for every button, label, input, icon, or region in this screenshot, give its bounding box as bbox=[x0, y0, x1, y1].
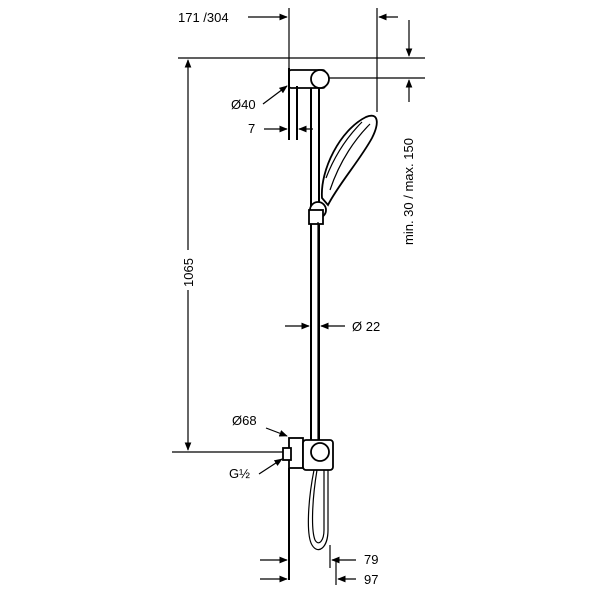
bottom-97-label: 97 bbox=[364, 572, 378, 587]
shower-rail bbox=[310, 80, 320, 445]
rail-height-dimension bbox=[172, 59, 290, 453]
slider bbox=[308, 201, 327, 225]
rail-height-label: 1065 bbox=[181, 258, 196, 287]
hand-shower bbox=[321, 114, 378, 207]
flange-diameter-label: Ø68 bbox=[232, 413, 257, 428]
top-wall-bracket bbox=[288, 68, 330, 140]
bottom-wall-connection bbox=[282, 437, 334, 580]
ring-diameter-leader bbox=[262, 85, 288, 105]
height-range-label: min. 30 / max. 150 bbox=[401, 138, 416, 245]
shower-hose bbox=[307, 222, 329, 551]
flange-diameter-leader bbox=[265, 427, 288, 437]
rail-diameter-label: Ø 22 bbox=[352, 319, 380, 334]
top-width-label: 171 /304 bbox=[178, 10, 229, 25]
bottom-dimensions bbox=[260, 545, 356, 585]
offset-label: 7 bbox=[248, 121, 255, 136]
bottom-79-label: 79 bbox=[364, 552, 378, 567]
ring-diameter-label: Ø40 bbox=[231, 97, 256, 112]
top-reference-lines bbox=[178, 20, 425, 102]
thread-label: G½ bbox=[229, 466, 250, 481]
thread-leader bbox=[258, 458, 283, 475]
